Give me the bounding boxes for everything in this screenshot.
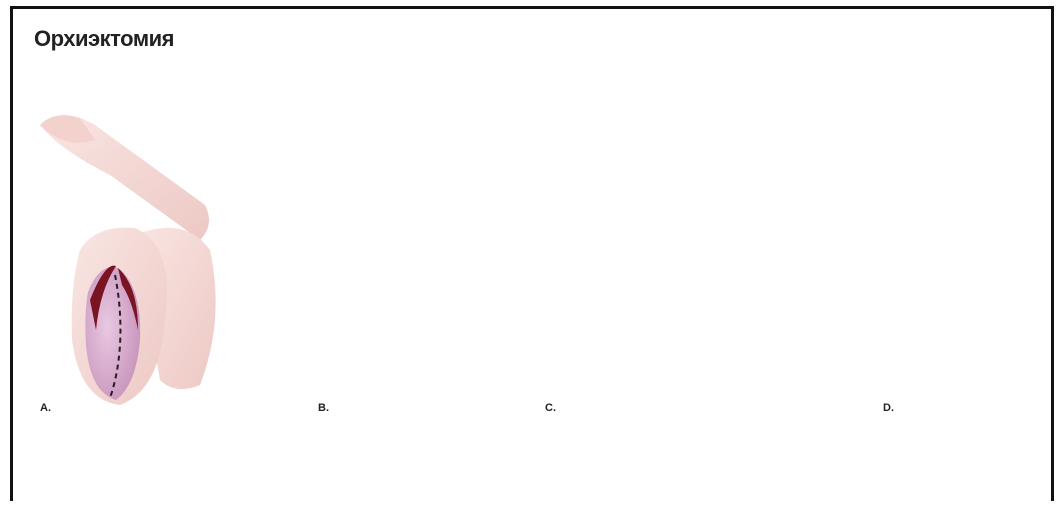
panel-label-b: B. xyxy=(318,402,329,414)
panel-label-c: C. xyxy=(545,402,556,414)
panel-a-illustration xyxy=(40,115,216,405)
panel-label-a: A. xyxy=(40,402,51,414)
panel-label-d: D. xyxy=(883,402,894,414)
